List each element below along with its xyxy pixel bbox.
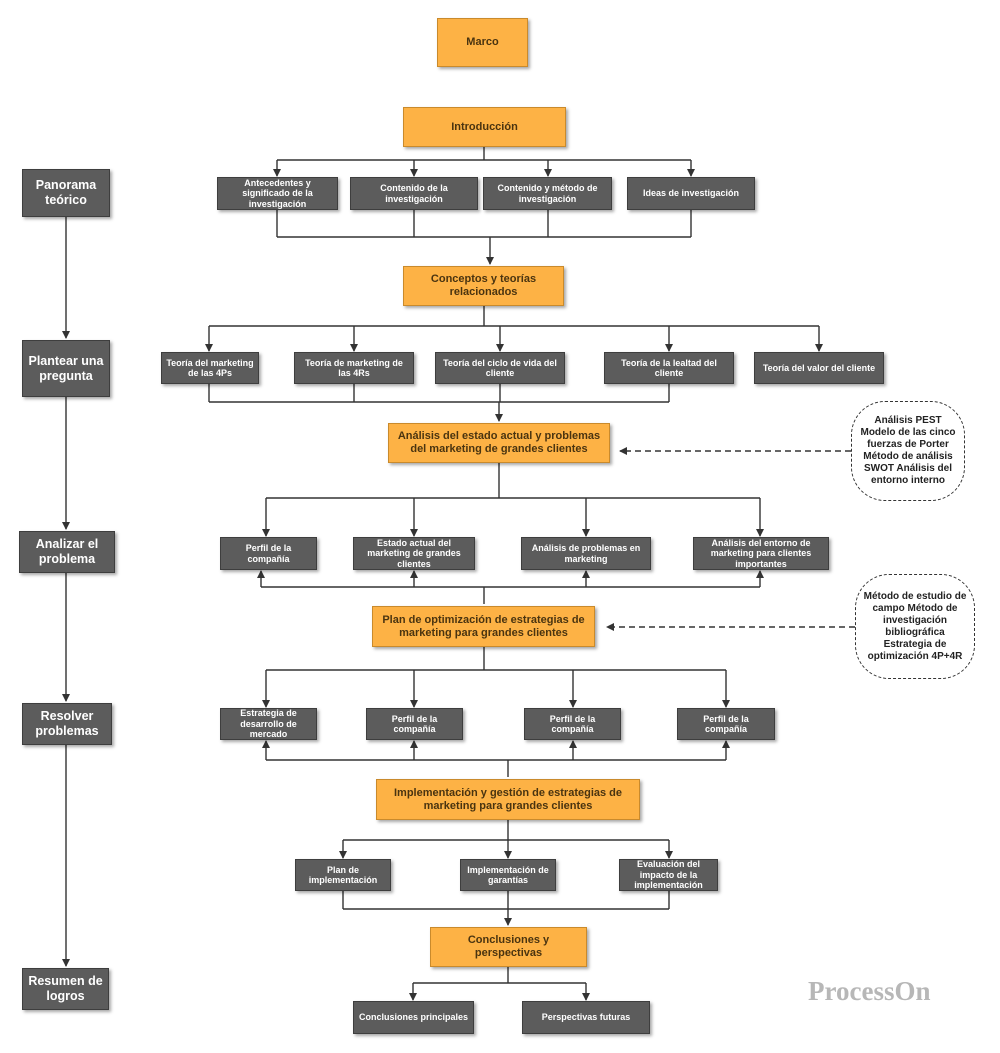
node-marco[interactable]: Marco bbox=[437, 18, 528, 67]
node-perfil-compania-c[interactable]: Perfil de la compañía bbox=[524, 708, 621, 740]
node-teoria-4rs[interactable]: Teoría de marketing de las 4Rs bbox=[294, 352, 414, 384]
node-perfil-compania-a[interactable]: Perfil de la compañía bbox=[220, 537, 317, 570]
node-conclusiones-principales[interactable]: Conclusiones principales bbox=[353, 1001, 474, 1034]
node-perfil-compania-b[interactable]: Perfil de la compañía bbox=[366, 708, 463, 740]
note-metodos-analisis: Análisis PEST Modelo de las cinco fuerza… bbox=[851, 401, 965, 501]
node-conclusiones-perspectivas[interactable]: Conclusiones y perspectivas bbox=[430, 927, 587, 967]
watermark-processon: ProcessOn bbox=[808, 976, 931, 1006]
node-teoria-ciclo-vida[interactable]: Teoría del ciclo de vida del cliente bbox=[435, 352, 565, 384]
note-metodos-estudio: Método de estudio de campo Método de inv… bbox=[855, 574, 975, 679]
node-implementacion-garantias[interactable]: Implementación de garantías bbox=[460, 859, 556, 891]
node-plan-implementacion[interactable]: Plan de implementación bbox=[295, 859, 391, 891]
node-perspectivas-futuras[interactable]: Perspectivas futuras bbox=[522, 1001, 650, 1034]
node-analisis-estado-actual[interactable]: Análisis del estado actual y problemas d… bbox=[388, 423, 610, 463]
node-teoria-valor[interactable]: Teoría del valor del cliente bbox=[754, 352, 884, 384]
stage-resolver-problemas[interactable]: Resolver problemas bbox=[22, 703, 112, 745]
stage-analizar-problema[interactable]: Analizar el problema bbox=[19, 531, 115, 573]
node-analisis-entorno[interactable]: Análisis del entorno de marketing para c… bbox=[693, 537, 829, 570]
node-teoria-lealtad[interactable]: Teoría de la lealtad del cliente bbox=[604, 352, 734, 384]
node-estrategia-desarrollo[interactable]: Estrategia de desarrollo de mercado bbox=[220, 708, 317, 740]
node-estado-actual-marketing[interactable]: Estado actual del marketing de grandes c… bbox=[353, 537, 475, 570]
node-conceptos-teorias[interactable]: Conceptos y teorías relacionados bbox=[403, 266, 564, 306]
node-perfil-compania-d[interactable]: Perfil de la compañía bbox=[677, 708, 775, 740]
node-antecedentes[interactable]: Antecedentes y significado de la investi… bbox=[217, 177, 338, 210]
node-teoria-4ps[interactable]: Teoría del marketing de las 4Ps bbox=[161, 352, 259, 384]
stage-panorama-teorico[interactable]: Panorama teórico bbox=[22, 169, 110, 217]
node-ideas-investigacion[interactable]: Ideas de investigación bbox=[627, 177, 755, 210]
node-introduccion[interactable]: Introducción bbox=[403, 107, 566, 147]
node-plan-optimizacion[interactable]: Plan de optimización de estrategias de m… bbox=[372, 606, 595, 647]
node-contenido-investigacion[interactable]: Contenido de la investigación bbox=[350, 177, 478, 210]
node-contenido-metodo[interactable]: Contenido y método de investigación bbox=[483, 177, 612, 210]
stage-plantear-pregunta[interactable]: Plantear una pregunta bbox=[22, 340, 110, 397]
stage-resumen-logros[interactable]: Resumen de logros bbox=[22, 968, 109, 1010]
node-evaluacion-impacto[interactable]: Evaluación del impacto de la implementac… bbox=[619, 859, 718, 891]
node-analisis-problemas[interactable]: Análisis de problemas en marketing bbox=[521, 537, 651, 570]
node-implementacion-gestion[interactable]: Implementación y gestión de estrategias … bbox=[376, 779, 640, 820]
